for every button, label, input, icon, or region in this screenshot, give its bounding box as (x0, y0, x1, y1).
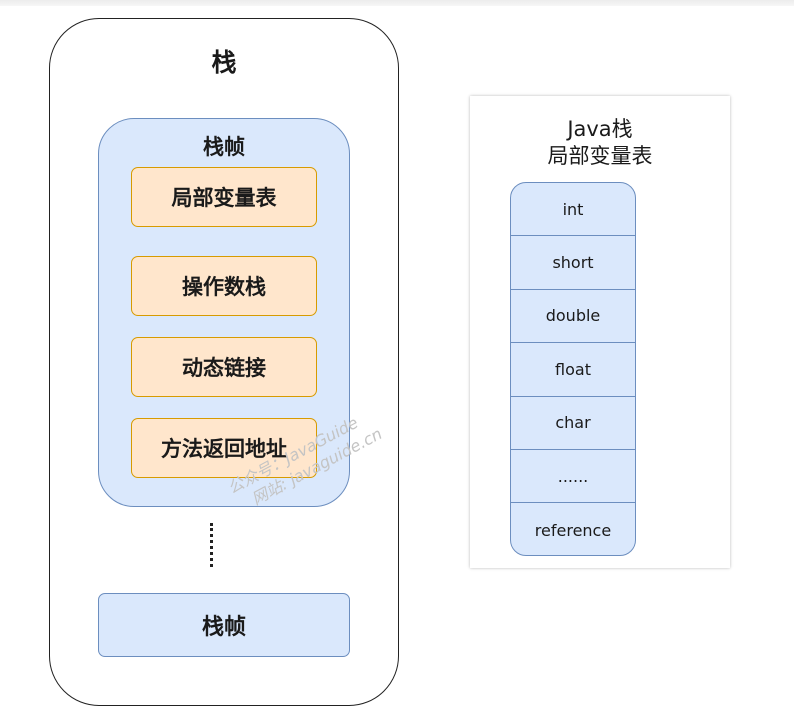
lvt-row: char (511, 397, 635, 450)
local-variable-table-box: 局部变量表 (131, 167, 317, 227)
lvt-row: reference (534, 520, 612, 540)
lvt-row: double (511, 290, 635, 344)
lvt-row: int (511, 183, 635, 237)
panel-title: Java栈 局部变量表 (470, 116, 730, 170)
stack-frame-title: 栈帧 (203, 135, 245, 159)
panel-title-line-1: Java栈 (567, 117, 633, 141)
stack-title: 栈 (211, 48, 237, 77)
top-bar (0, 0, 794, 6)
lvt-row: short (511, 236, 635, 290)
return-address-box: 方法返回地址 (131, 418, 317, 478)
ellipsis-dots (210, 523, 219, 567)
operand-stack-box: 操作数栈 (131, 256, 317, 316)
java-stack: 栈 栈帧 局部变量表 操作数栈 动态链接 方法返回地址 栈帧 (49, 18, 399, 706)
lvt-row: ...... (511, 450, 635, 504)
local-variable-table-panel: Java栈 局部变量表 int short double float char … (470, 96, 730, 568)
dynamic-linking-box: 动态链接 (131, 337, 317, 397)
stack-frame-bottom: 栈帧 (98, 593, 350, 657)
stack-frame: 栈帧 局部变量表 操作数栈 动态链接 方法返回地址 (98, 118, 350, 507)
lvt-row: float (511, 343, 635, 397)
local-variable-table: int short double float char ...... refer… (510, 182, 636, 556)
panel-title-line-2: 局部变量表 (547, 144, 653, 168)
